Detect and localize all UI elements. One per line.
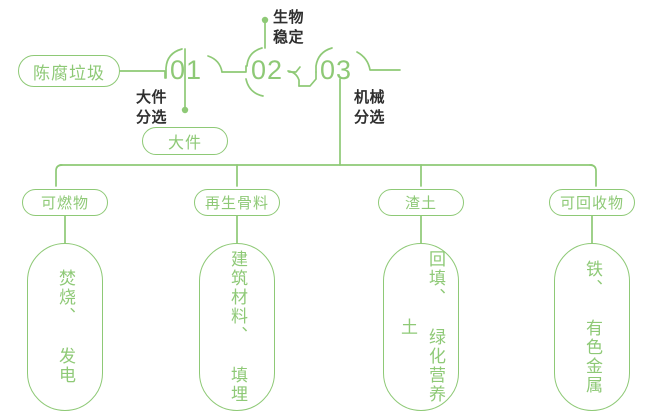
wire-02-to-03 [298,71,317,87]
label-mech-line1: 机械 [354,89,386,106]
label-bio-line2: 稳定 [273,28,305,46]
box-destination-combustible[interactable]: 焚烧、 发电 [27,243,103,411]
label-mechanical-sorting: 机械 分选 [354,88,385,128]
dot-bulky [181,106,189,114]
label-bulky-line2: 分选 [136,108,168,126]
wire-bus-drop-1 [55,164,63,187]
arc-01-right [207,55,223,73]
destination-text-1: 焚烧、 发电 [56,269,76,385]
destination-text-4: 铁、 有色金属 [583,259,603,395]
label-bulky-sorting: 大件 分选 [136,88,167,128]
stage-number-02-label: 02 [251,55,284,85]
label-bio-stabilization: 生物 稳定 [273,8,304,48]
box-destination-recyclables[interactable]: 铁、 有色金属 [554,243,630,411]
stage-number-03-label: 03 [320,55,353,85]
category-label-2: 再生骨料 [204,195,269,212]
stage-number-01-label: 01 [170,55,203,85]
arc-03-right [356,51,401,71]
node-category-recyclables[interactable]: 可回收物 [549,189,635,216]
stage-number-02[interactable]: 02 [251,57,283,84]
node-category-combustible[interactable]: 可燃物 [22,189,108,216]
category-label-4: 可回收物 [559,195,624,212]
label-bulky-line1: 大件 [136,89,168,106]
stage-number-03[interactable]: 03 [320,57,352,84]
node-source[interactable]: 陈腐垃圾 [18,55,120,87]
label-bio-line1: 生物 [273,9,305,26]
category-label-1: 可燃物 [40,195,89,212]
wire-01-to-02 [221,65,247,73]
node-side-output-label: 大件 [167,135,202,152]
label-mech-line2: 分选 [354,108,386,126]
box-destination-recycled-aggregate[interactable]: 建筑材料、 填埋 [199,243,275,411]
dot-bio [261,16,269,24]
arc-02-right [287,70,300,87]
destination-text-3: 回填、 绿化营养土 [398,250,446,404]
wire-02-to-03-left [288,66,301,73]
box-destination-residue-soil[interactable]: 回填、 绿化营养土 [383,243,459,411]
category-label-3: 渣土 [404,195,437,212]
node-source-label: 陈腐垃圾 [33,63,105,83]
destination-text-2: 建筑材料、 填埋 [228,250,248,404]
node-category-residue-soil[interactable]: 渣土 [378,189,464,216]
node-side-output-bulky[interactable]: 大件 [142,127,228,155]
node-category-recycled-aggregate[interactable]: 再生骨料 [194,189,280,216]
stage-number-01[interactable]: 01 [170,57,202,84]
wire-source-to-01 [119,70,166,79]
wire-bus-drop-4 [589,164,597,187]
